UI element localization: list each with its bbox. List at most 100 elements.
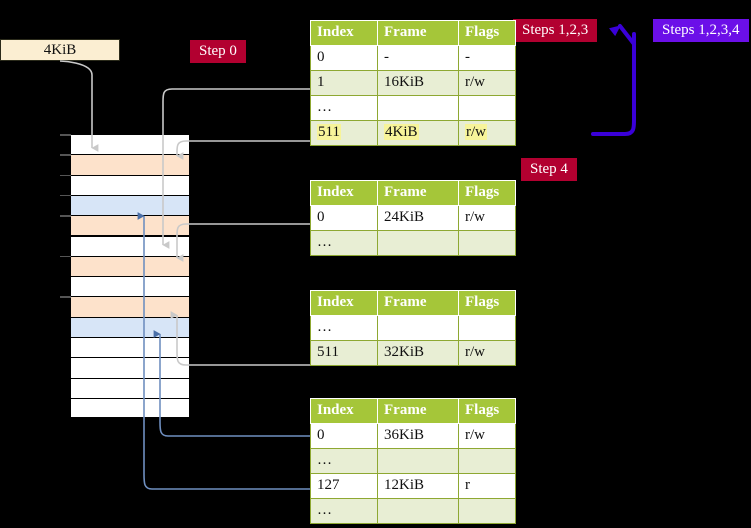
cell-index: … bbox=[310, 498, 378, 524]
page-size-box: 4KiB bbox=[0, 39, 120, 61]
cell-frame bbox=[377, 498, 459, 524]
badge-steps123-label: Steps 1,2,3 bbox=[522, 22, 589, 38]
cell-flags: r bbox=[458, 473, 516, 499]
col-header-flags: Flags bbox=[458, 398, 516, 424]
cell-flags bbox=[458, 230, 516, 256]
cell-frame: 16KiB bbox=[377, 70, 459, 96]
badge-steps1234: Steps 1,2,3,4 bbox=[653, 19, 749, 42]
memory-frame-row bbox=[70, 154, 190, 175]
cell-frame: 32KiB bbox=[377, 340, 459, 366]
connector-pml4-row511 bbox=[176, 140, 310, 160]
memory-frame-row bbox=[70, 397, 190, 419]
col-header-frame: Frame bbox=[377, 290, 459, 316]
table-row: … bbox=[310, 315, 516, 341]
memory-frame-row bbox=[70, 215, 190, 236]
cell-flags: - bbox=[458, 45, 516, 71]
cell-index: … bbox=[310, 315, 378, 341]
cell-flags: r/w bbox=[458, 423, 516, 449]
cell-frame bbox=[377, 448, 459, 474]
connector-pdpt-row0 bbox=[176, 223, 310, 262]
memory-frame-row bbox=[70, 134, 190, 155]
memory-tick bbox=[60, 215, 71, 217]
cell-index: 0 bbox=[310, 423, 378, 449]
cell-frame bbox=[377, 230, 459, 256]
highlighted-value: r/w bbox=[465, 124, 487, 140]
memory-frame-row bbox=[70, 296, 190, 317]
memory-tick bbox=[60, 154, 71, 156]
cell-frame: 12KiB bbox=[377, 473, 459, 499]
table-row: 0-- bbox=[310, 45, 516, 71]
cell-flags bbox=[458, 498, 516, 524]
cell-index: … bbox=[310, 230, 378, 256]
cell-flags: r/w bbox=[458, 70, 516, 96]
col-header-index: Index bbox=[310, 180, 378, 206]
memory-frame-row bbox=[70, 255, 190, 277]
badge-steps1234-label: Steps 1,2,3,4 bbox=[662, 22, 740, 38]
purple-bracket bbox=[591, 32, 636, 136]
cell-index: 0 bbox=[310, 45, 378, 71]
table-row: … bbox=[310, 95, 516, 121]
col-header-frame: Frame bbox=[377, 180, 459, 206]
cell-flags bbox=[458, 448, 516, 474]
col-header-index: Index bbox=[310, 20, 378, 46]
highlighted-value: 511 bbox=[317, 124, 341, 140]
col-header-flags: Flags bbox=[458, 180, 516, 206]
memory-tick bbox=[60, 296, 71, 298]
memory-frame-row bbox=[70, 235, 190, 256]
cell-flags bbox=[458, 315, 516, 341]
memory-frame-row bbox=[70, 174, 190, 195]
badge-step4-label: Step 4 bbox=[530, 161, 568, 177]
cell-flags: r/w bbox=[458, 340, 516, 366]
table-row: … bbox=[310, 448, 516, 474]
table-row: … bbox=[310, 230, 516, 256]
memory-tick bbox=[60, 255, 71, 258]
cell-index: 0 bbox=[310, 205, 378, 231]
cell-index: 511 bbox=[310, 340, 378, 366]
purple-arrow-head bbox=[609, 24, 636, 46]
table-row: … bbox=[310, 498, 516, 524]
cell-index: … bbox=[310, 448, 378, 474]
memory-tick bbox=[60, 194, 71, 197]
highlighted-value: 4KiB bbox=[384, 124, 419, 140]
memory-frame-row bbox=[70, 276, 190, 297]
connector-pd-row511 bbox=[170, 311, 310, 366]
memory-frame-row bbox=[70, 316, 190, 337]
cell-frame: 36KiB bbox=[377, 423, 459, 449]
cell-frame bbox=[377, 315, 459, 341]
col-header-frame: Frame bbox=[377, 398, 459, 424]
col-header-frame: Frame bbox=[377, 20, 459, 46]
col-header-flags: Flags bbox=[458, 290, 516, 316]
memory-frame-row bbox=[70, 357, 190, 378]
cell-flags bbox=[458, 95, 516, 121]
col-header-index: Index bbox=[310, 398, 378, 424]
memory-frame-row bbox=[70, 377, 190, 398]
cell-frame: 4KiB bbox=[377, 120, 459, 146]
badge-steps123: Steps 1,2,3 bbox=[513, 19, 598, 42]
cell-flags: r/w bbox=[458, 120, 516, 146]
badge-step0: Step 0 bbox=[190, 40, 246, 63]
cell-index: 511 bbox=[310, 120, 378, 146]
memory-frame-row bbox=[70, 337, 190, 358]
cell-frame bbox=[377, 95, 459, 121]
memory-tick bbox=[60, 174, 71, 177]
col-header-flags: Flags bbox=[458, 20, 516, 46]
badge-step0-label: Step 0 bbox=[199, 43, 237, 59]
memory-frame-row bbox=[70, 194, 190, 216]
col-header-index: Index bbox=[310, 290, 378, 316]
cell-frame: 24KiB bbox=[377, 205, 459, 231]
badge-step4: Step 4 bbox=[521, 158, 577, 181]
table-row: 511 4KiB r/w bbox=[310, 120, 516, 146]
memory-tick bbox=[60, 134, 71, 136]
page-size-label: 4KiB bbox=[43, 42, 77, 58]
cell-index: … bbox=[310, 95, 378, 121]
cell-flags: r/w bbox=[458, 205, 516, 231]
cell-frame: - bbox=[377, 45, 459, 71]
